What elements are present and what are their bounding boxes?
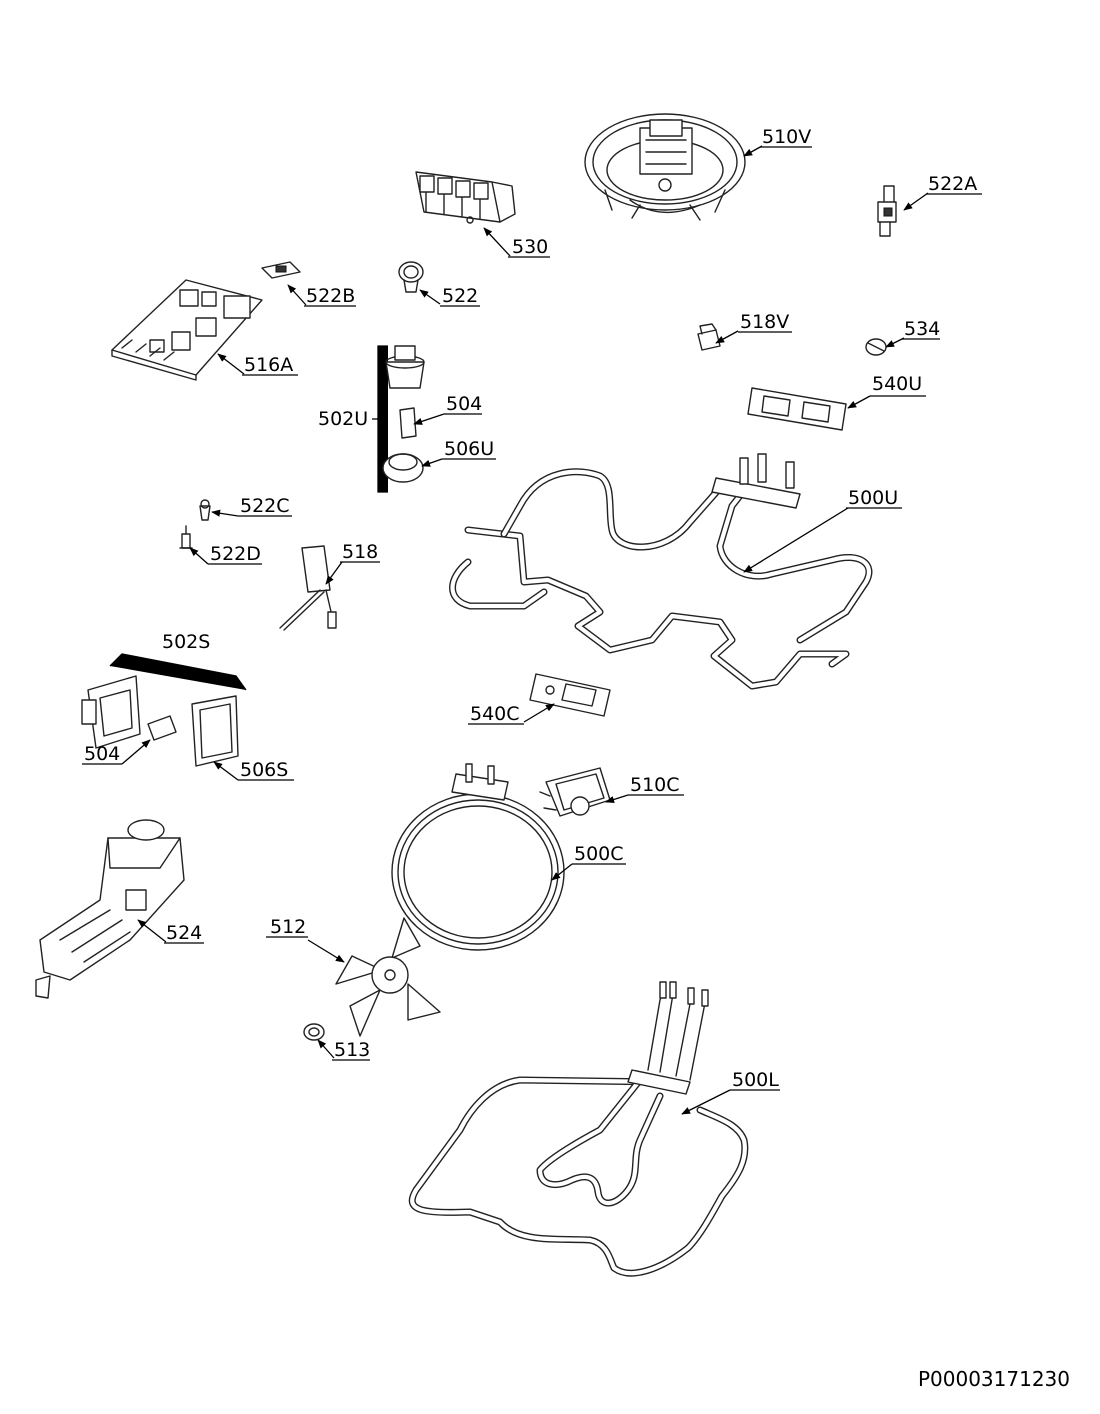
callout-510C: 510C xyxy=(630,774,680,796)
callout-512: 512 xyxy=(270,916,306,938)
lamp-holder-518V-drawing xyxy=(697,323,721,351)
sensor-522C-drawing xyxy=(199,499,211,521)
callout-522A: 522A xyxy=(928,173,977,195)
thermostat-522-drawing xyxy=(398,261,424,293)
callout-510V: 510V xyxy=(762,126,811,148)
callout-522: 522 xyxy=(442,285,478,307)
probe-518-drawing xyxy=(279,545,337,631)
callout-502S: 502S xyxy=(162,631,210,653)
sensor-522D-drawing xyxy=(179,525,193,549)
callout-516A: 516A xyxy=(244,354,293,376)
sensor-522B-drawing xyxy=(261,261,301,279)
fan-motor-510C-drawing xyxy=(539,767,611,817)
terminal-block-530-drawing xyxy=(415,171,516,224)
callout-534: 534 xyxy=(904,318,940,340)
control-box-502S-drawing xyxy=(81,653,247,767)
circular-element-500C-drawing xyxy=(391,763,565,951)
callout-522D: 522D xyxy=(210,543,261,565)
bulb-534-drawing xyxy=(865,338,887,356)
callout-500U: 500U xyxy=(848,487,898,509)
callout-500L: 500L xyxy=(732,1069,779,1091)
callout-540C: 540C xyxy=(470,703,520,725)
callout-530: 530 xyxy=(512,236,548,258)
door-lock-524-drawing xyxy=(35,819,185,999)
bottom-element-500L-drawing xyxy=(408,981,749,1277)
callout-522B: 522B xyxy=(306,285,355,307)
callout-540U: 540U xyxy=(872,373,922,395)
callout-504-lower: 504 xyxy=(84,743,120,765)
callout-518V: 518V xyxy=(740,311,789,333)
callout-504-upper: 504 xyxy=(446,393,482,415)
fan-motor-510V-drawing xyxy=(584,113,746,221)
drawing-code: P00003171230 xyxy=(918,1367,1070,1391)
callout-513: 513 xyxy=(334,1039,370,1061)
callout-522C: 522C xyxy=(240,495,290,517)
fan-blade-512-drawing xyxy=(335,917,441,1037)
callout-506U: 506U xyxy=(444,438,494,460)
grill-element-500U-drawing xyxy=(449,453,873,690)
callout-500C: 500C xyxy=(574,843,624,865)
knob-group-502U-drawing xyxy=(372,345,425,493)
callout-leaders xyxy=(121,145,929,1115)
switch-522A-drawing xyxy=(877,185,897,237)
callout-518: 518 xyxy=(342,541,378,563)
gasket-540U-drawing xyxy=(747,387,847,431)
callout-labels: 510V 522A 530 522B 522 516A 518V 534 540… xyxy=(82,126,982,1091)
nut-513-drawing xyxy=(303,1023,325,1041)
control-board-516A-drawing xyxy=(111,279,263,381)
callout-524: 524 xyxy=(166,922,202,944)
callout-502U: 502U xyxy=(318,408,368,430)
callout-506S: 506S xyxy=(240,759,288,781)
gasket-540C-drawing xyxy=(529,673,611,717)
